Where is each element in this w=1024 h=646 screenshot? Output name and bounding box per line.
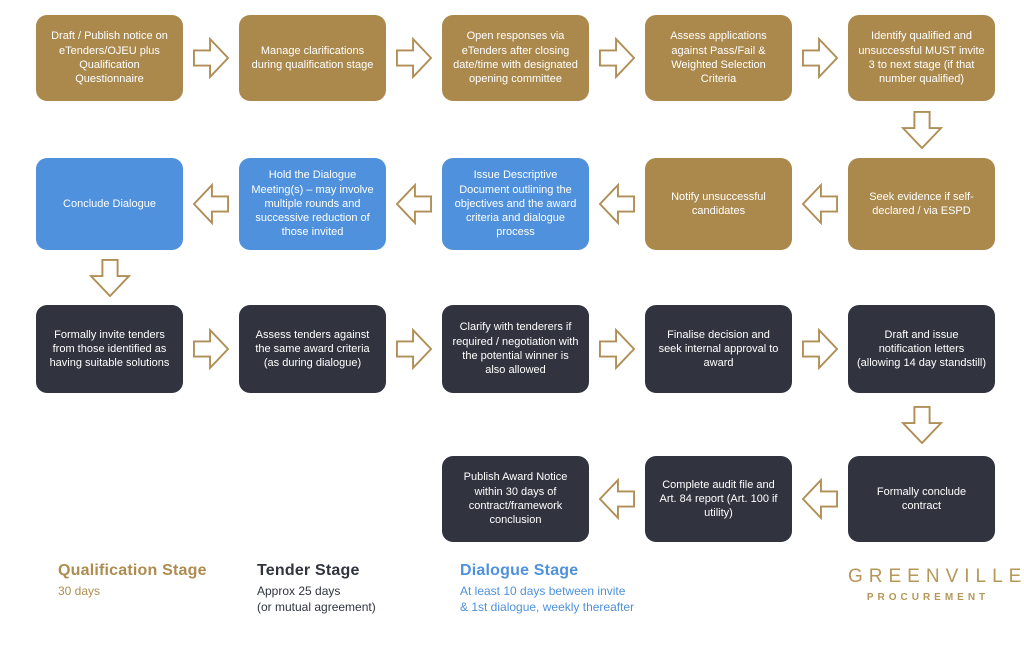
legend-dialogue-title: Dialogue Stage <box>460 562 579 579</box>
step-publish-award-notice: Publish Award Notice within 30 days of c… <box>442 456 589 542</box>
step-label: Formally invite tenders from those ident… <box>49 328 170 370</box>
step-label: Conclude Dialogue <box>63 197 156 210</box>
legend-dialogue-stage: Dialogue Stage At least 10 days between … <box>460 562 634 615</box>
step-label: Draft / Publish notice on eTenders/OJEU … <box>51 30 168 86</box>
logo-wordmark: GREENVILLE <box>848 566 1024 587</box>
step-identify-qualified: Identify qualified and unsuccessful MUST… <box>848 15 995 101</box>
step-label: Complete audit file and Art. 84 report (… <box>659 478 778 520</box>
step-manage-clarifications: Manage clarifications during qualificati… <box>239 15 386 101</box>
logo-subtitle: PROCUREMENT <box>866 592 990 603</box>
step-label: Notify unsuccessful candidates <box>671 190 766 217</box>
arrow-down-icon <box>848 393 995 456</box>
arrow-down-icon <box>848 101 995 158</box>
arrow-right-icon <box>183 15 239 101</box>
arrow-left-icon <box>386 158 442 250</box>
step-assess-tenders: Assess tenders against the same award cr… <box>239 305 386 393</box>
step-issue-descriptive-document: Issue Descriptive Document outlining the… <box>442 158 589 250</box>
step-hold-dialogue-meetings: Hold the Dialogue Meeting(s) – may invol… <box>239 158 386 250</box>
legend-qualification-title: Qualification Stage <box>58 562 207 579</box>
arrow-left-icon <box>589 158 645 250</box>
legend-tender-title: Tender Stage <box>257 562 360 579</box>
legend-dialogue-line2: & 1st dialogue, weekly thereafter <box>460 600 635 615</box>
arrow-down-icon <box>36 250 183 305</box>
stage-legend: Qualification Stage 30 days Tender Stage… <box>0 562 1024 642</box>
step-label: Formally conclude contract <box>876 485 967 512</box>
legend-qualification-duration: 30 days <box>58 584 101 598</box>
step-label: Finalise decision and seek internal appr… <box>658 328 779 370</box>
legend-dialogue-line1: At least 10 days between invite <box>460 584 626 598</box>
step-label: Open responses via eTenders after closin… <box>453 30 578 86</box>
legend-tender-duration: Approx 25 days (or mutual agreement) <box>257 583 376 615</box>
arrow-right-icon <box>792 15 848 101</box>
arrow-right-icon <box>792 305 848 393</box>
arrow-right-icon <box>386 15 442 101</box>
step-formally-conclude-contract: Formally conclude contract <box>848 456 995 542</box>
step-label: Seek evidence if self-declared / via ESP… <box>869 190 974 217</box>
legend-tender-line2: (or mutual agreement) <box>257 600 376 615</box>
step-formally-invite-tenders: Formally invite tenders from those ident… <box>36 305 183 393</box>
legend-tender-line1: Approx 25 days <box>257 584 341 598</box>
step-open-responses: Open responses via eTenders after closin… <box>442 15 589 101</box>
flowchart-grid: Draft / Publish notice on eTenders/OJEU … <box>36 15 995 542</box>
step-finalise-decision: Finalise decision and seek internal appr… <box>645 305 792 393</box>
step-seek-evidence: Seek evidence if self-declared / via ESP… <box>848 158 995 250</box>
step-label: Assess applications against Pass/Fail & … <box>670 30 767 86</box>
step-draft-notification-letters: Draft and issue notification letters (al… <box>848 305 995 393</box>
greenville-procurement-logo: GREENVILLE PROCUREMENT <box>848 566 1024 603</box>
step-assess-applications: Assess applications against Pass/Fail & … <box>645 15 792 101</box>
arrow-left-icon <box>183 158 239 250</box>
arrow-right-icon <box>386 305 442 393</box>
arrow-left-icon <box>792 158 848 250</box>
step-label: Publish Award Notice within 30 days of c… <box>463 471 568 527</box>
legend-qualification-stage: Qualification Stage 30 days <box>58 562 207 599</box>
step-label: Identify qualified and unsuccessful MUST… <box>858 30 985 86</box>
step-label: Clarify with tenderers if required / neg… <box>452 321 579 377</box>
step-draft-publish-notice: Draft / Publish notice on eTenders/OJEU … <box>36 15 183 101</box>
step-clarify-tenderers: Clarify with tenderers if required / neg… <box>442 305 589 393</box>
step-label: Issue Descriptive Document outlining the… <box>454 169 577 239</box>
arrow-left-icon <box>589 456 645 542</box>
step-label: Hold the Dialogue Meeting(s) – may invol… <box>251 169 374 239</box>
step-notify-unsuccessful: Notify unsuccessful candidates <box>645 158 792 250</box>
arrow-right-icon <box>183 305 239 393</box>
legend-dialogue-duration: At least 10 days between invite & 1st di… <box>460 583 634 615</box>
arrow-left-icon <box>792 456 848 542</box>
legend-tender-stage: Tender Stage Approx 25 days (or mutual a… <box>257 562 376 615</box>
step-label: Assess tenders against the same award cr… <box>255 328 370 370</box>
step-label: Manage clarifications during qualificati… <box>251 44 374 71</box>
step-complete-audit-file: Complete audit file and Art. 84 report (… <box>645 456 792 542</box>
step-label: Draft and issue notification letters (al… <box>857 328 987 370</box>
arrow-right-icon <box>589 15 645 101</box>
step-conclude-dialogue: Conclude Dialogue <box>36 158 183 250</box>
arrow-right-icon <box>589 305 645 393</box>
